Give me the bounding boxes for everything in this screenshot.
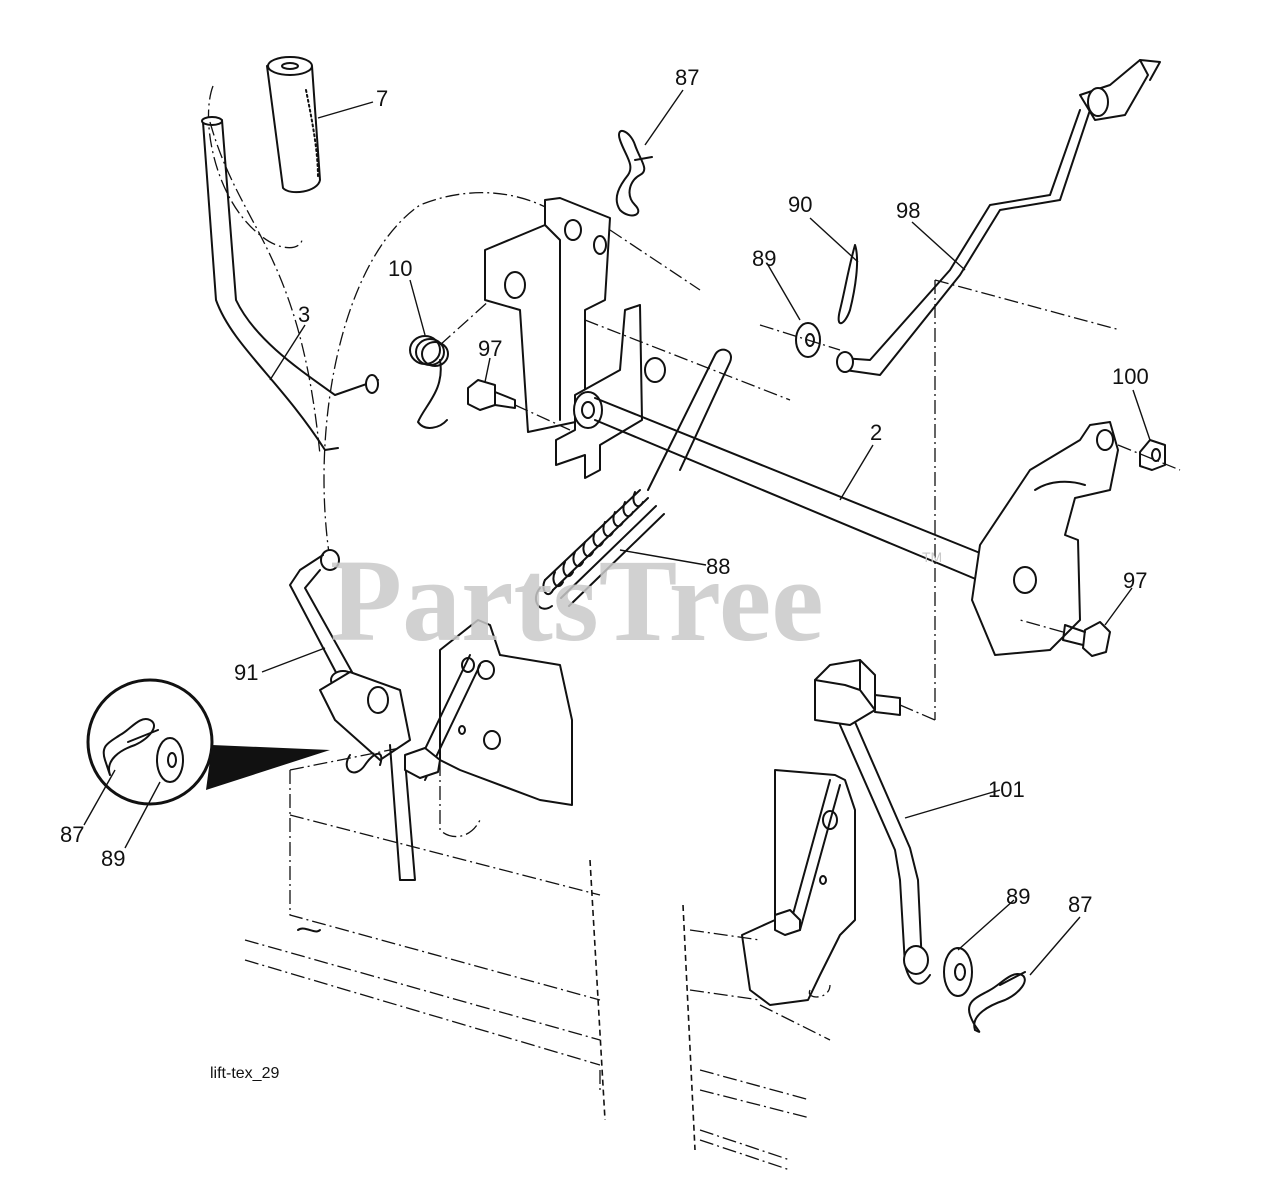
- callout-7: 7: [376, 86, 388, 111]
- torsion-spring: [409, 299, 491, 429]
- hairpin-clip-87-lower-right: [968, 971, 1026, 1033]
- right-lift-arm: [934, 279, 1121, 720]
- right-lift-rod: [814, 659, 936, 985]
- detail-magnifier: [86, 678, 330, 806]
- callout-90: 90: [788, 192, 812, 217]
- callout-89-upper: 89: [752, 246, 776, 271]
- bolt-upper: [467, 379, 571, 431]
- link-rod: [836, 59, 1161, 376]
- mounting-bracket: [484, 197, 701, 433]
- nut: [1117, 439, 1181, 471]
- washer-upper: [759, 322, 841, 358]
- pivot-bracket: [555, 304, 666, 479]
- leader-lines: [83, 89, 1151, 976]
- callout-100: 100: [1112, 364, 1149, 389]
- diagram-code: lift-tex_29: [210, 1065, 279, 1082]
- callout-97-lower: 97: [1123, 568, 1147, 593]
- callout-10: 10: [388, 256, 412, 281]
- handle-grip: [207, 56, 321, 249]
- lift-handle: [201, 116, 379, 456]
- callout-91: 91: [234, 660, 258, 685]
- hidden-line: [323, 192, 561, 561]
- hairpin-clip-87-top: [615, 130, 653, 217]
- watermark-text: PartsTree: [330, 535, 824, 666]
- hairpin-clip-90: [837, 244, 859, 325]
- watermark-trademark: TM: [922, 549, 942, 565]
- callout-98: 98: [896, 198, 920, 223]
- callout-87-lower: 87: [1068, 892, 1092, 917]
- callout-3: 3: [298, 302, 310, 327]
- callout-97-upper: 97: [478, 336, 502, 361]
- callout-87-detail: 87: [60, 822, 84, 847]
- callout-89-lower: 89: [1006, 884, 1030, 909]
- callout-2: 2: [870, 420, 882, 445]
- extension-spring: [534, 348, 732, 610]
- washer-lower-right: [943, 947, 973, 997]
- left-deck-bracket: [319, 619, 573, 881]
- bolt-lower: [1019, 619, 1111, 657]
- callout-89-detail: 89: [101, 846, 125, 871]
- callout-101: 101: [988, 777, 1025, 802]
- left-deck: [244, 747, 606, 1121]
- callout-87-top: 87: [675, 65, 699, 90]
- right-deck-bracket: [741, 769, 856, 1006]
- callout-88: 88: [706, 554, 730, 579]
- right-deck: [682, 904, 831, 1171]
